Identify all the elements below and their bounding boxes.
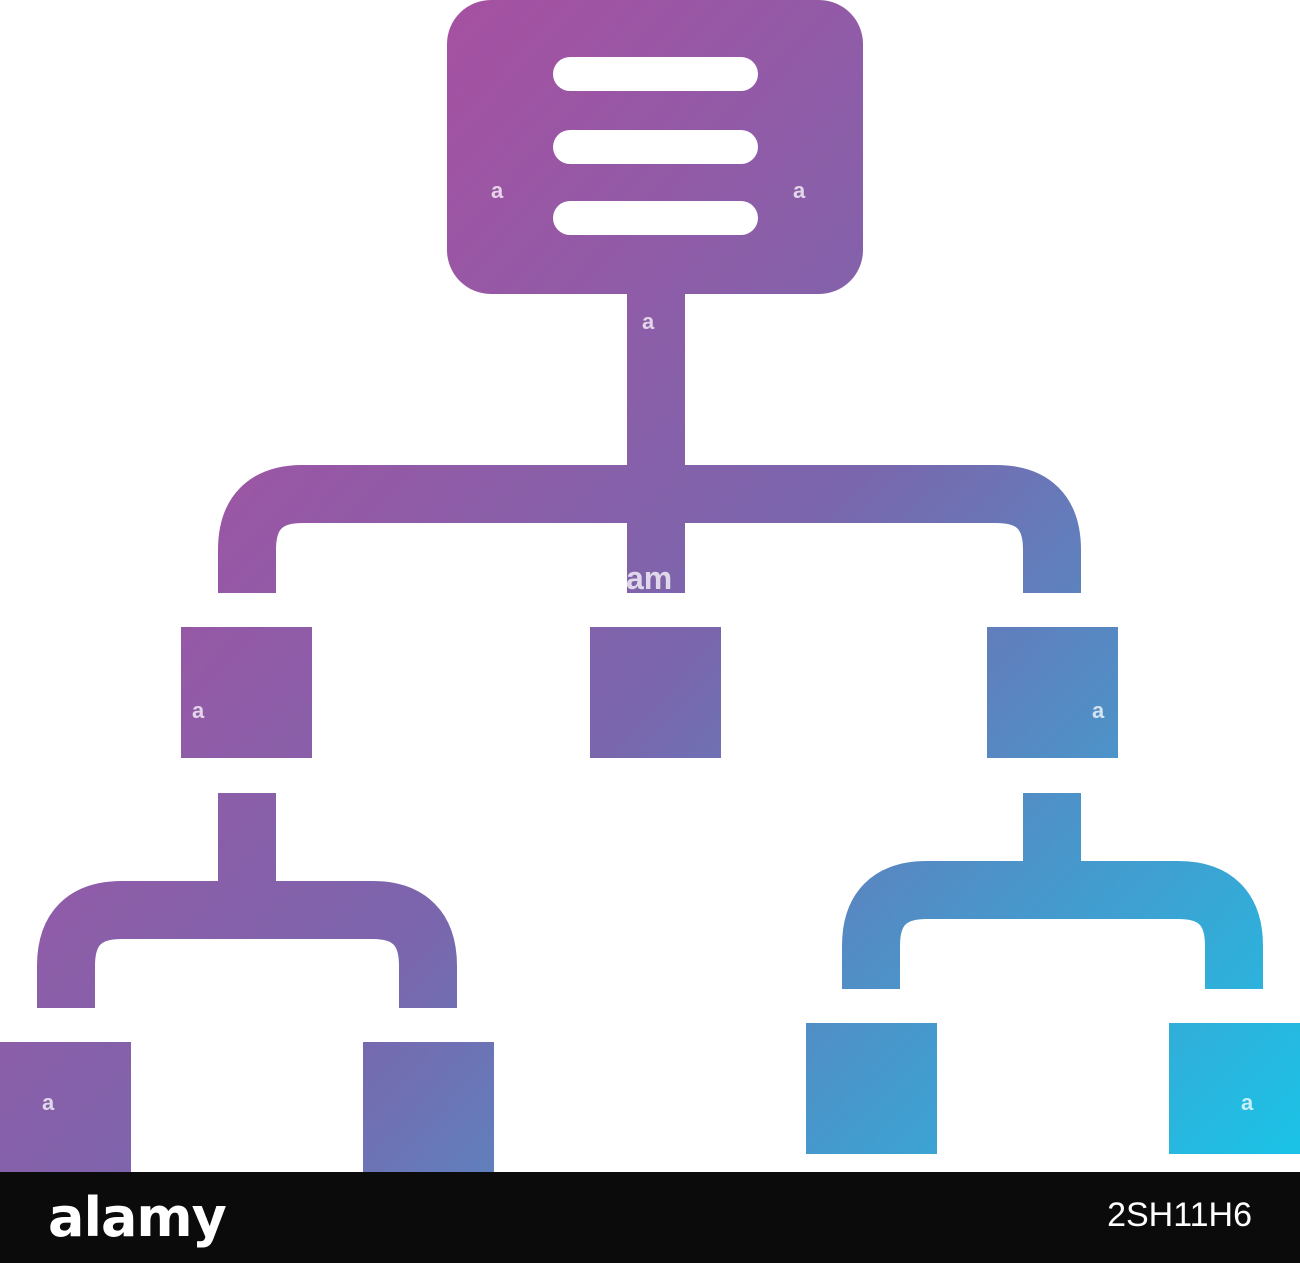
watermark-letter: a (42, 1090, 55, 1115)
watermark-letter: a (192, 698, 205, 723)
brand-logo: alamy (48, 1186, 227, 1249)
watermark-letter: a (491, 178, 504, 203)
level1-node-left (181, 627, 312, 758)
level1-node-right (987, 627, 1118, 758)
footer-bar: alamy 2SH11H6 (0, 1172, 1300, 1263)
watermark-letter: a (1092, 698, 1105, 723)
level2-node-right-a (806, 1023, 937, 1154)
connectors (37, 294, 1263, 1008)
stock-image-id: 2SH11H6 (1107, 1196, 1252, 1234)
watermark-letter: a (793, 178, 806, 203)
left-subtree-branch (37, 881, 457, 1008)
right-subtree-branch (842, 861, 1263, 989)
level2-node-left-b (363, 1042, 494, 1172)
document-lines-icon (553, 57, 758, 235)
watermark-letter: a (642, 309, 655, 334)
watermark-letter: a (1241, 1090, 1254, 1115)
level2-node-right-b (1169, 1023, 1300, 1154)
level2-node-left-a (0, 1042, 131, 1172)
watermark-word: am (626, 560, 673, 596)
hierarchy-diagram (0, 0, 1300, 1172)
level1-node-center (590, 627, 721, 758)
